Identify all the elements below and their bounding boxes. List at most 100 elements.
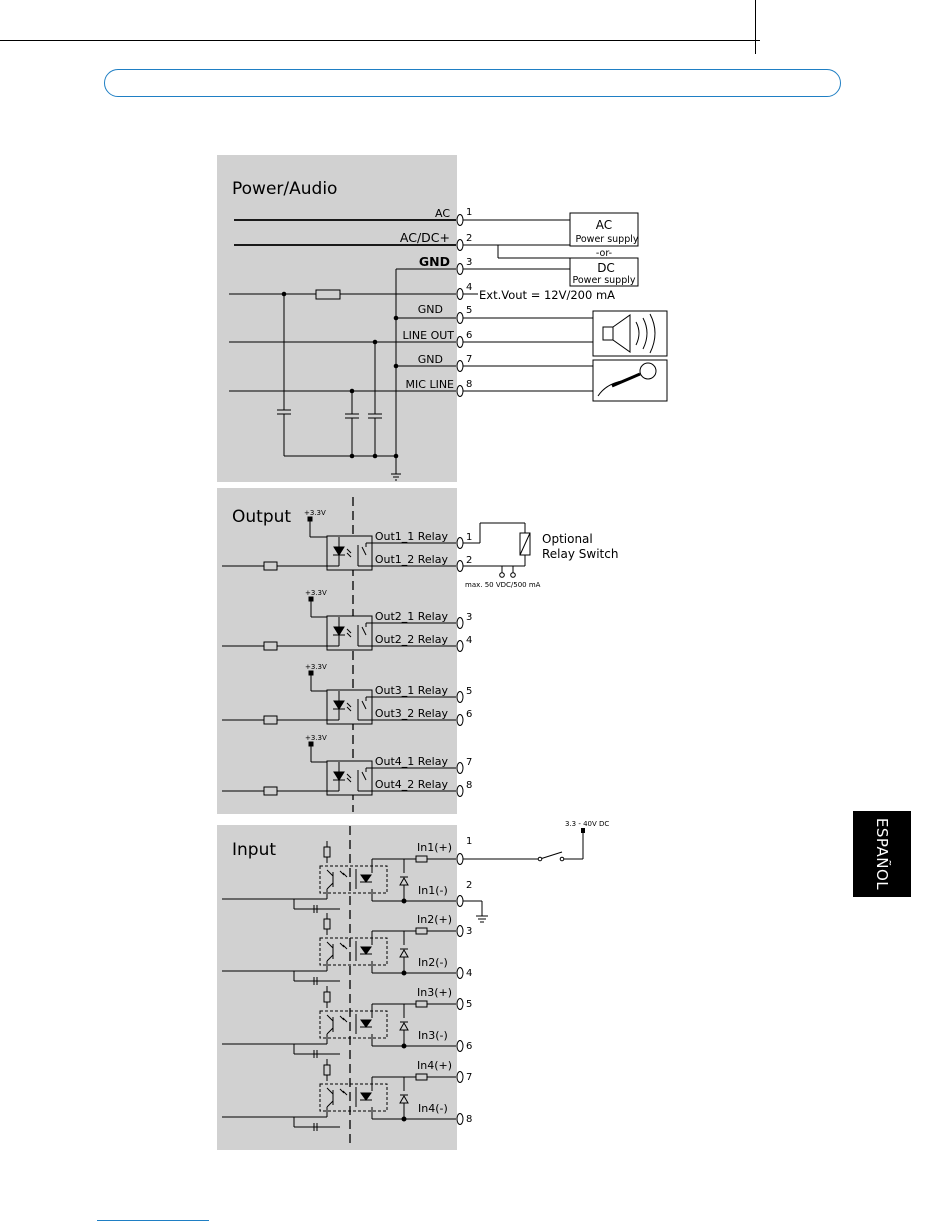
terminal (456, 537, 464, 549)
terminal (456, 714, 464, 726)
switch-contact (537, 856, 543, 862)
relay-pin-a: 5 (466, 686, 472, 697)
led-symbol (360, 874, 372, 883)
pin-4: 4 (466, 282, 472, 293)
input-external-wiring (463, 832, 584, 923)
terminal (456, 1071, 464, 1083)
signal-label-acdc: AC/DC+ (400, 230, 450, 245)
relay-switch-label: Relay Switch (542, 547, 618, 561)
resistor (263, 786, 278, 796)
pin-5: 5 (466, 305, 472, 316)
contact-symbol (361, 700, 367, 710)
junction (401, 970, 407, 976)
input-pin-neg: 8 (466, 1114, 472, 1125)
terminal (456, 1040, 464, 1052)
supply-label: +3.3V (305, 663, 327, 671)
phototransistor (326, 869, 334, 877)
supply-terminal (307, 516, 313, 522)
light-arrow (346, 628, 352, 634)
resistor (263, 561, 278, 571)
junction (401, 1043, 407, 1049)
optocoupler-box (319, 937, 388, 966)
terminal (456, 853, 464, 865)
input-resistor (415, 1000, 428, 1008)
top-rule-vertical (755, 0, 756, 54)
phototransistor (326, 1014, 334, 1022)
junction (401, 1116, 407, 1122)
supply-terminal (308, 741, 314, 747)
input-label-pos: In1(+) (417, 841, 452, 854)
relay-label-b: Out4_2 Relay (375, 778, 449, 791)
dc-box-sub: Power supply (572, 275, 635, 286)
terminal (456, 762, 464, 774)
resistor (263, 641, 278, 651)
dc-box-title: DC (597, 261, 615, 275)
pin-3: 3 (466, 257, 472, 268)
phototransistor (326, 954, 334, 962)
signal-label-gnd-5: GND (418, 303, 443, 316)
ac-power-supply-box (569, 212, 639, 247)
light-arrow (339, 870, 345, 876)
terminal (456, 925, 464, 937)
relay-label-a: Out1_1 Relay (375, 530, 449, 543)
light-arrow (339, 942, 345, 948)
relay-label-a: Out2_1 Relay (375, 610, 449, 623)
relay-label-a: Out4_1 Relay (375, 755, 449, 768)
contact-symbol (361, 626, 367, 636)
contact-symbol (361, 546, 367, 556)
resistor (263, 715, 278, 725)
power-audio-junctions (281, 291, 399, 459)
footer-rule (97, 1220, 209, 1221)
phototransistor (326, 941, 334, 949)
led-symbol (360, 1092, 372, 1101)
relay-pin-b: 6 (466, 709, 472, 720)
ac-box-sub: Power supply (575, 234, 638, 245)
input-pin-neg: 4 (466, 968, 472, 979)
light-arrow (342, 1090, 348, 1096)
light-arrow (346, 777, 352, 783)
led-symbol (360, 946, 372, 955)
light-arrow (346, 702, 352, 708)
pin-6: 6 (466, 330, 472, 341)
or-label: -or- (596, 248, 612, 259)
input-label-neg: In1(-) (418, 884, 448, 897)
terminal (456, 617, 464, 629)
max-rating-label: max. 50 VDC/500 mA (465, 581, 541, 589)
pin-2: 2 (466, 233, 472, 244)
relay-label-b: Out3_2 Relay (375, 707, 449, 720)
input-channel-2 (222, 913, 464, 985)
light-arrow (346, 548, 352, 554)
terminal (456, 967, 464, 979)
signal-label-gnd-7: GND (418, 353, 443, 366)
terminal (456, 998, 464, 1010)
relay-pin-a: 7 (466, 757, 472, 768)
input-label-neg: In4(-) (418, 1102, 448, 1115)
input-pin-pos: 7 (466, 1072, 472, 1083)
output-relay-3 (222, 670, 464, 726)
ac-box-title: AC (596, 218, 612, 232)
signal-label-gnd-3: GND (419, 254, 450, 269)
phototransistor (326, 882, 334, 890)
phototransistor (326, 1027, 334, 1035)
terminal (456, 1113, 464, 1125)
optocoupler-box (319, 1010, 388, 1039)
signal-label-line-out: LINE OUT (403, 329, 455, 342)
terminal (456, 560, 464, 572)
input-label-neg: In2(-) (418, 956, 448, 969)
supply-terminal (308, 670, 314, 676)
dc-source-terminal (581, 828, 585, 833)
terminal (456, 691, 464, 703)
input-panel (217, 825, 457, 1150)
pullup-resistor (323, 991, 331, 1003)
light-arrow (339, 1088, 345, 1094)
dc-power-supply-box (569, 257, 639, 287)
relay-label-b: Out1_2 Relay (375, 553, 449, 566)
input-channels: In1(+)In1(-)12In2(+)In2(-)34In3(+)In3(-)… (222, 836, 472, 1131)
pin-7: 7 (466, 354, 472, 365)
relay-pin-a: 1 (466, 532, 472, 543)
output-relay-2 (222, 596, 464, 652)
input-pin-pos: 3 (466, 926, 472, 937)
pin-8: 8 (466, 379, 472, 390)
